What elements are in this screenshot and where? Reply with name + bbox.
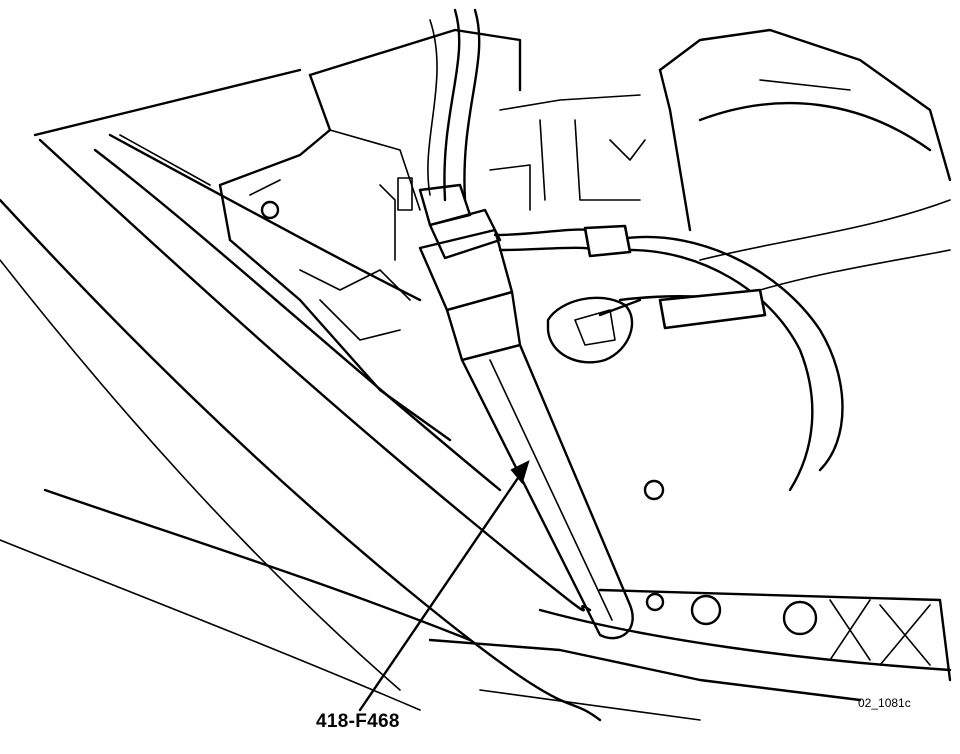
figure-id-label: 02_1081c: [858, 696, 911, 710]
wire-harness: [418, 8, 481, 227]
upper-right-enclosure: [489, 28, 952, 291]
lower-rail: [428, 588, 952, 721]
body-panel-lines: [0, 68, 602, 722]
callout-leader: [358, 460, 530, 712]
sensor-connector: [418, 208, 844, 492]
tool-callout-label: 418-F468: [316, 711, 400, 732]
bracket-structure: [218, 28, 522, 442]
